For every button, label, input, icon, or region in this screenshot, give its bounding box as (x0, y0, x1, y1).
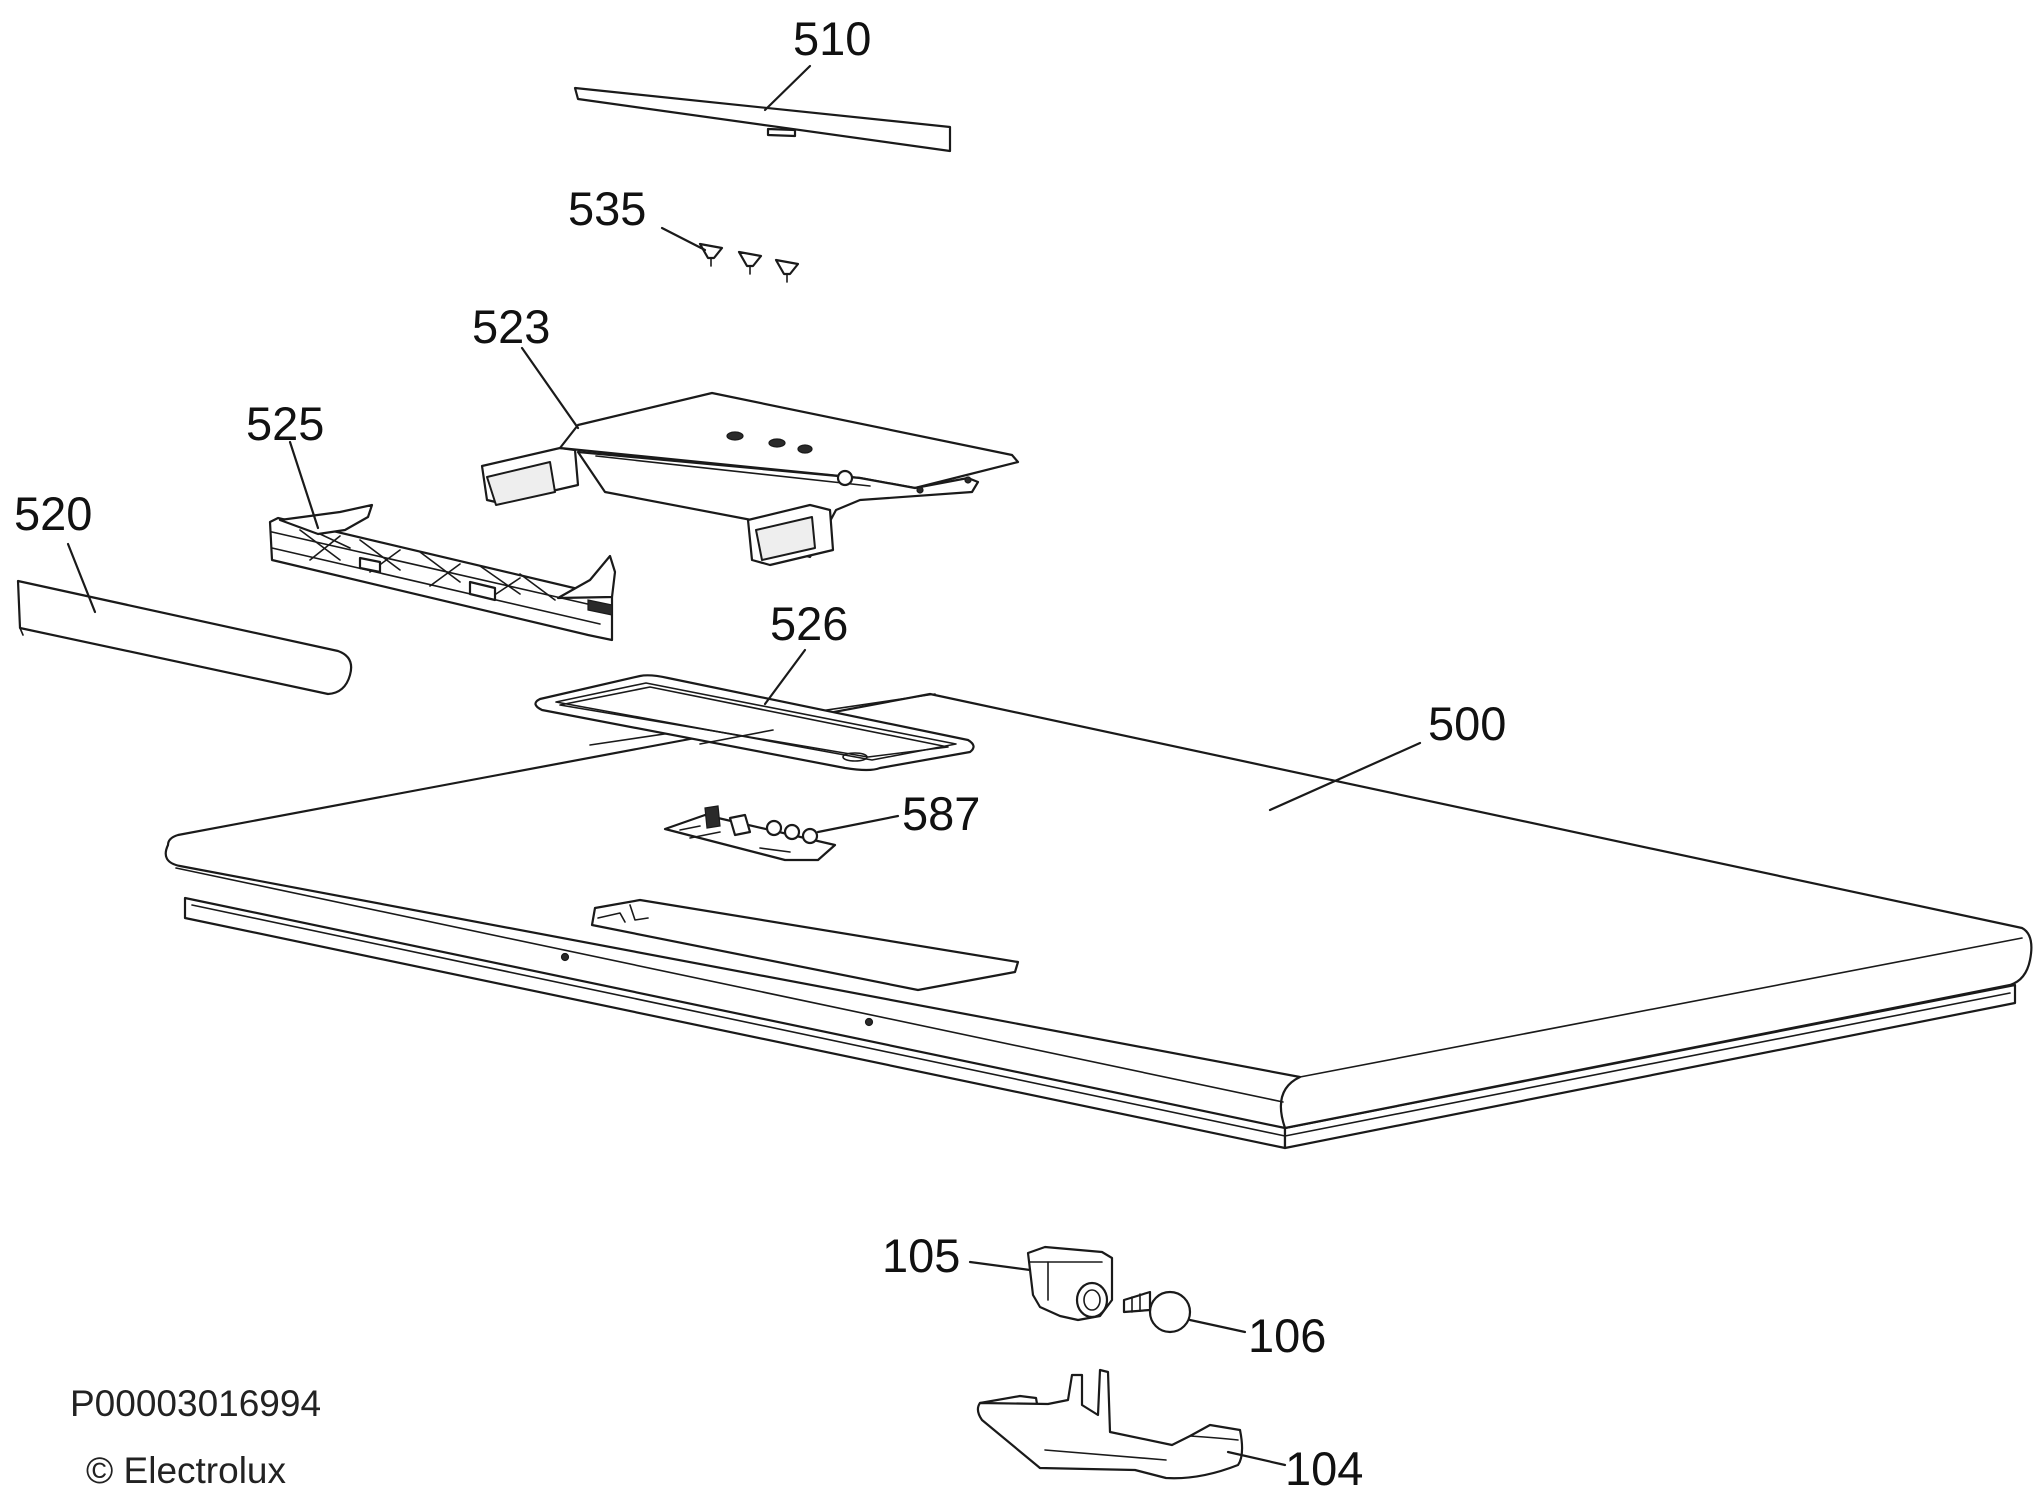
leader-525 (288, 440, 320, 530)
part-105-hinge-block[interactable] (1026, 1245, 1114, 1322)
callout-523: 523 (472, 300, 550, 353)
leader-104 (1226, 1450, 1287, 1467)
leader-535 (660, 226, 707, 252)
part-526-seal-frame[interactable] (534, 674, 975, 772)
leader-520 (66, 542, 97, 614)
leader-510 (763, 64, 812, 112)
leader-587 (816, 814, 900, 834)
leader-500 (1268, 741, 1422, 812)
callout-587: 587 (902, 787, 980, 840)
copyright-notice: © Electrolux (86, 1450, 286, 1491)
callout-525: 525 (246, 397, 324, 450)
part-104-hinge-cover[interactable] (976, 1368, 1244, 1480)
callout-526: 526 (770, 597, 848, 650)
screw-2 (737, 250, 763, 275)
leader-106 (1188, 1318, 1247, 1334)
callout-106: 106 (1248, 1309, 1326, 1362)
leader-526 (763, 648, 807, 706)
screw-3 (774, 258, 800, 283)
callout-104: 104 (1285, 1442, 1363, 1495)
callout-535: 535 (568, 182, 646, 235)
callout-105: 105 (882, 1229, 960, 1282)
part-535-screws[interactable] (698, 242, 800, 283)
part-587-circuit-board[interactable] (663, 805, 837, 862)
part-520-front-strip[interactable] (16, 579, 353, 696)
callout-520: 520 (14, 487, 92, 540)
leader-lines (66, 64, 1422, 1467)
part-525-control-rail[interactable] (268, 503, 617, 642)
callout-510: 510 (793, 12, 871, 65)
part-500-top-panel[interactable] (164, 692, 2033, 1150)
screw-1 (698, 242, 724, 267)
leader-523 (520, 346, 580, 430)
callout-labels: 510 535 523 525 520 526 500 587 105 106 … (14, 12, 1506, 1495)
part-523-control-housing[interactable] (480, 391, 1020, 567)
leader-105 (968, 1260, 1032, 1272)
part-code: P00003016994 (70, 1383, 322, 1424)
part-106-hinge-pin[interactable] (1122, 1290, 1192, 1334)
part-510-cover-film[interactable] (573, 86, 952, 153)
callout-500: 500 (1428, 697, 1506, 750)
